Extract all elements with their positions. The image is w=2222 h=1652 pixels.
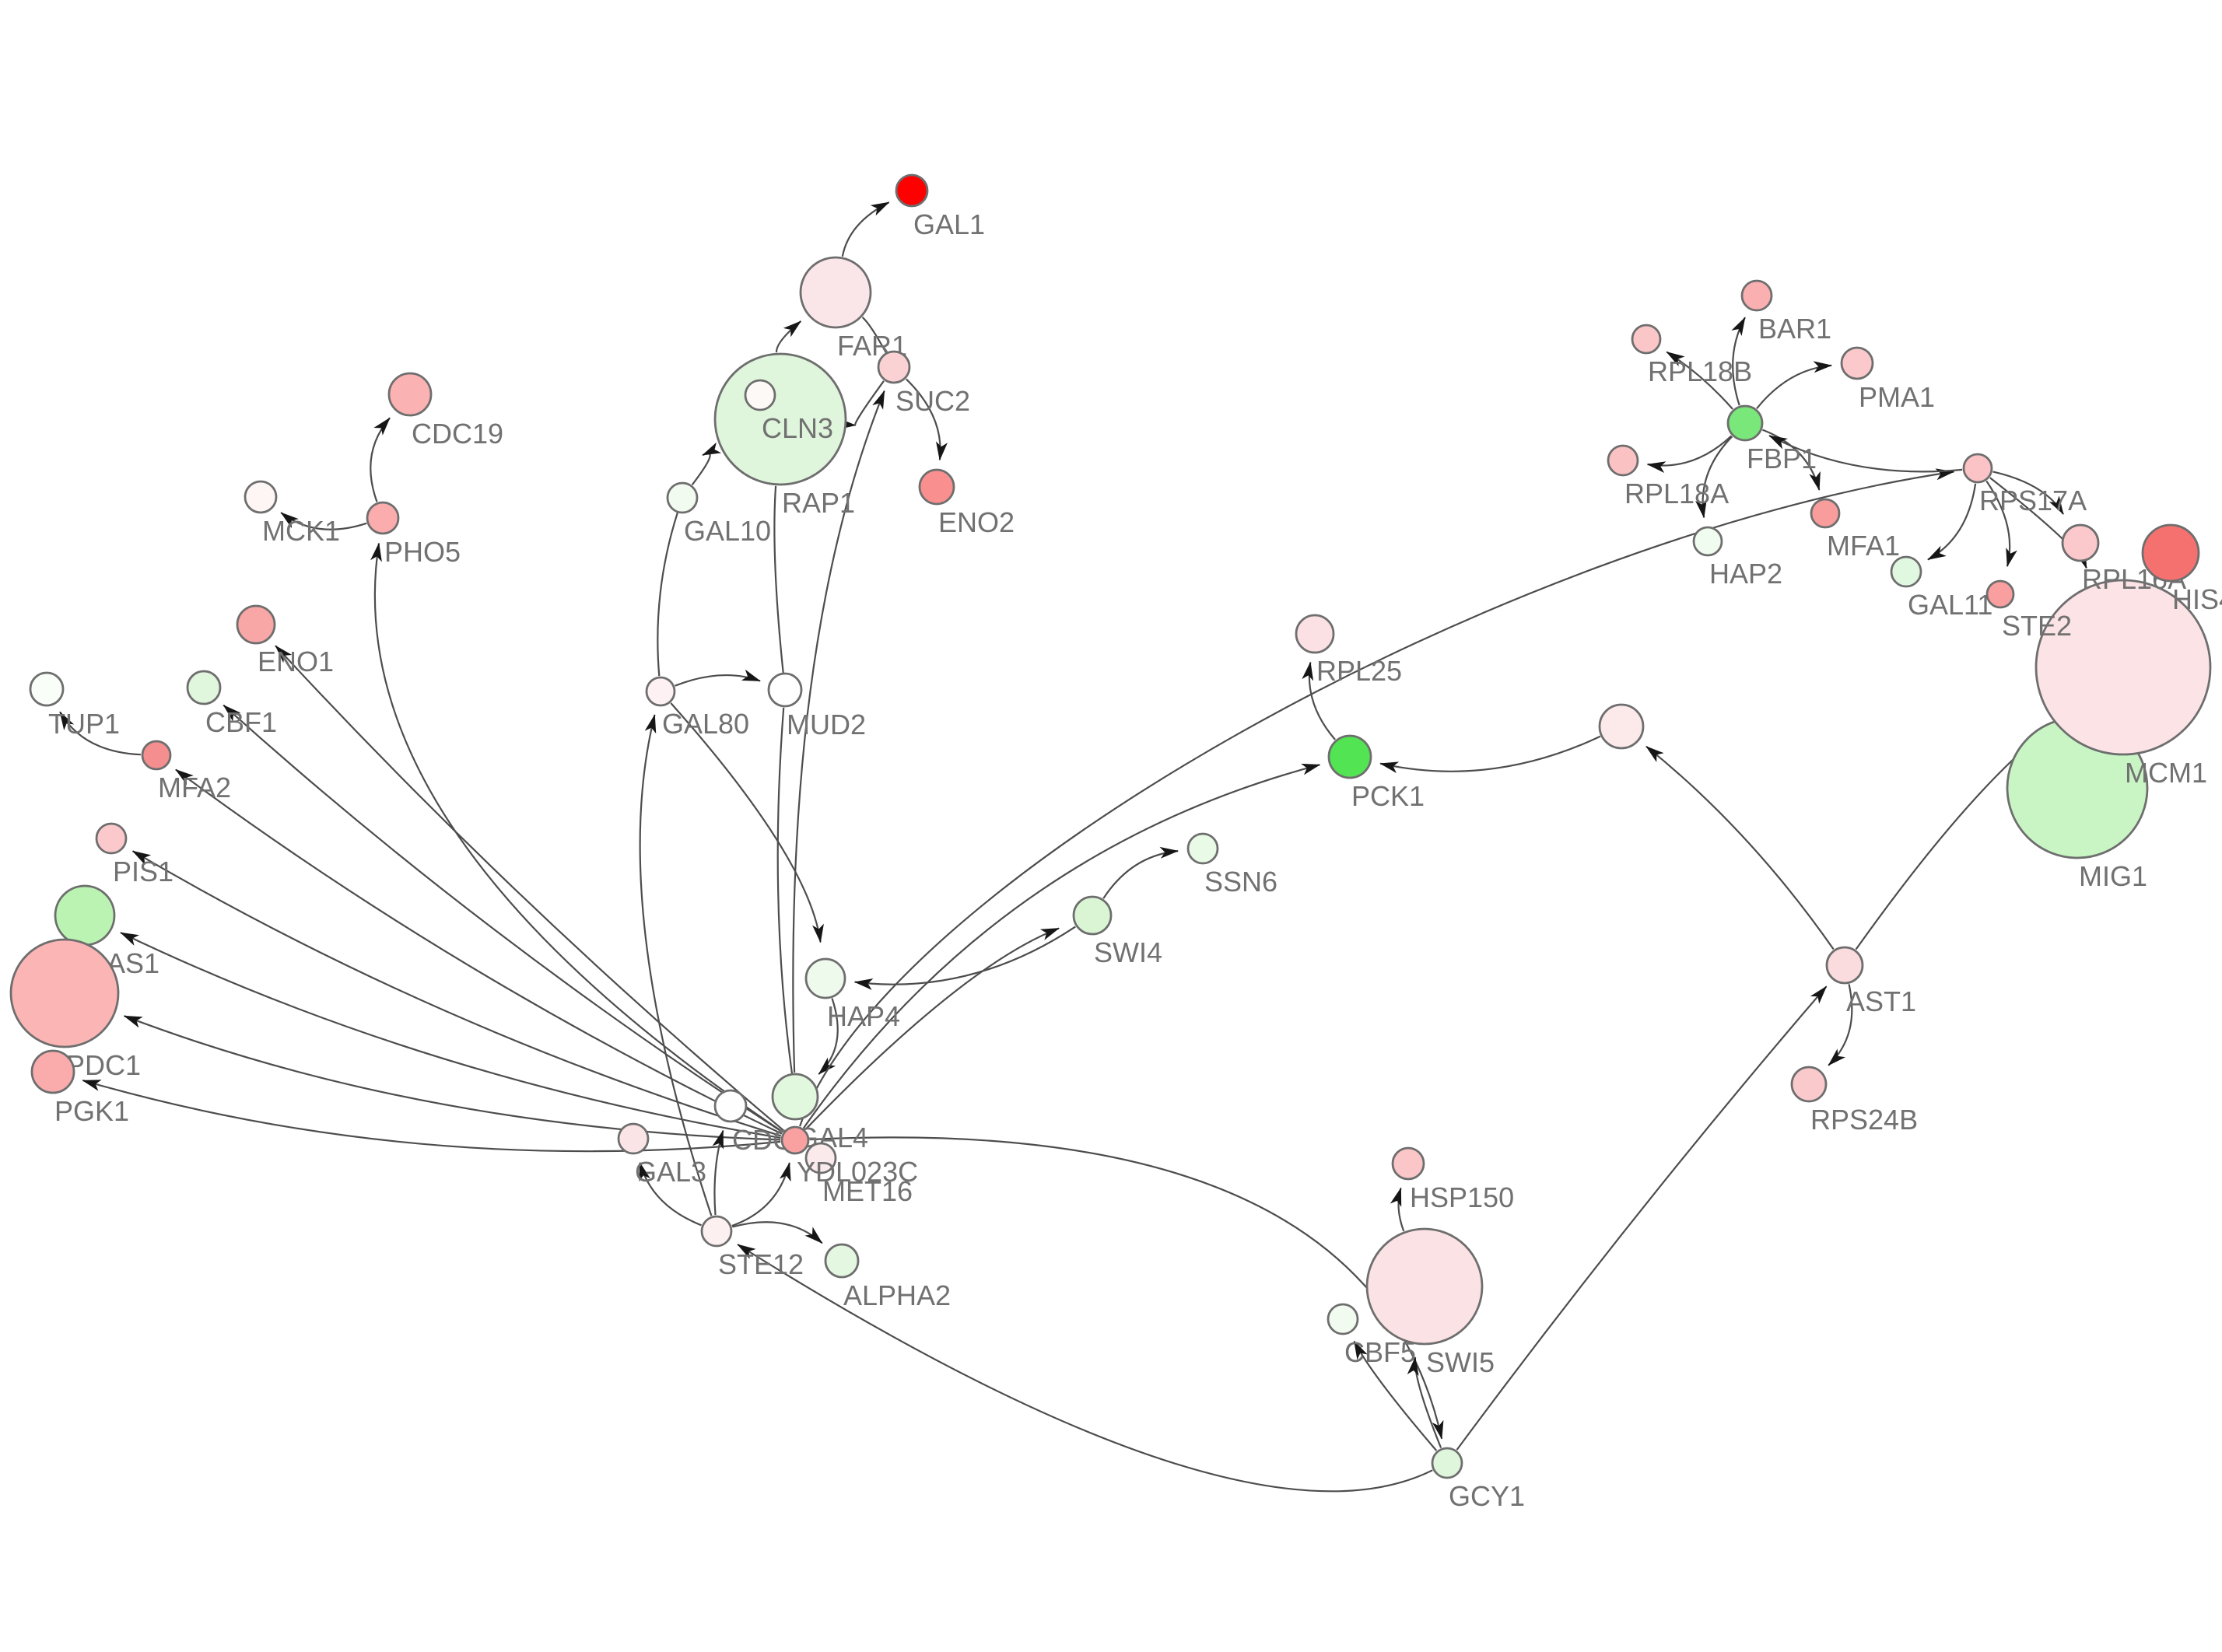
svg-text:YDL023C: YDL023C xyxy=(797,1156,918,1188)
svg-text:RPS17A: RPS17A xyxy=(1979,485,2087,516)
svg-text:STE12: STE12 xyxy=(718,1248,804,1280)
svg-text:RAP1: RAP1 xyxy=(782,487,855,519)
svg-text:HAP2: HAP2 xyxy=(1709,558,1782,590)
svg-text:CLN3: CLN3 xyxy=(762,412,833,444)
svg-text:HSP150: HSP150 xyxy=(1410,1181,1514,1213)
svg-text:AST1: AST1 xyxy=(1846,985,1916,1017)
svg-text:PCK1: PCK1 xyxy=(1351,780,1425,812)
svg-text:BAR1: BAR1 xyxy=(1758,313,1831,345)
svg-text:MIG1: MIG1 xyxy=(2079,860,2147,892)
svg-text:PGK1: PGK1 xyxy=(54,1095,129,1127)
svg-text:MCM1: MCM1 xyxy=(2125,757,2207,789)
svg-text:SSN6: SSN6 xyxy=(1204,866,1277,898)
svg-text:MET16: MET16 xyxy=(822,1175,913,1207)
svg-text:RPL25: RPL25 xyxy=(1316,655,1402,687)
svg-text:RPS24B: RPS24B xyxy=(1810,1104,1918,1136)
svg-text:STE2: STE2 xyxy=(2002,610,2072,642)
svg-text:MFA2: MFA2 xyxy=(158,772,231,803)
svg-text:GAL10: GAL10 xyxy=(684,515,771,547)
svg-text:CDC19: CDC19 xyxy=(412,418,503,450)
svg-text:GCY1: GCY1 xyxy=(1449,1480,1525,1512)
svg-text:PHO5: PHO5 xyxy=(384,536,461,568)
svg-text:RPL18B: RPL18B xyxy=(1648,355,1752,387)
svg-text:GAL3: GAL3 xyxy=(635,1156,706,1188)
svg-text:SUC2: SUC2 xyxy=(895,385,970,417)
svg-text:GAL1: GAL1 xyxy=(913,208,985,240)
svg-text:ALPHA2: ALPHA2 xyxy=(843,1279,951,1311)
svg-text:GAL11: GAL11 xyxy=(1908,589,1992,621)
svg-text:SWI4: SWI4 xyxy=(1094,936,1162,968)
svg-text:MCK1: MCK1 xyxy=(262,515,340,547)
svg-text:MUD2: MUD2 xyxy=(787,709,866,740)
svg-text:GAL80: GAL80 xyxy=(662,708,749,740)
svg-text:PMA1: PMA1 xyxy=(1859,381,1935,413)
svg-text:RPL18A: RPL18A xyxy=(1624,478,1729,509)
svg-text:SWI5: SWI5 xyxy=(1426,1346,1495,1378)
svg-text:CBF5: CBF5 xyxy=(1344,1336,1416,1368)
svg-text:PDC1: PDC1 xyxy=(66,1049,141,1081)
svg-text:CBF1: CBF1 xyxy=(205,706,277,738)
svg-text:ENO1: ENO1 xyxy=(258,646,334,677)
svg-text:MFA1: MFA1 xyxy=(1827,530,1900,562)
svg-text:ENO2: ENO2 xyxy=(938,506,1015,538)
svg-text:TUP1: TUP1 xyxy=(48,708,120,740)
svg-text:PIS1: PIS1 xyxy=(113,856,173,887)
svg-text:FBP1: FBP1 xyxy=(1747,443,1817,474)
svg-text:HAP4: HAP4 xyxy=(827,1000,900,1032)
svg-text:HIS4: HIS4 xyxy=(2172,583,2222,615)
